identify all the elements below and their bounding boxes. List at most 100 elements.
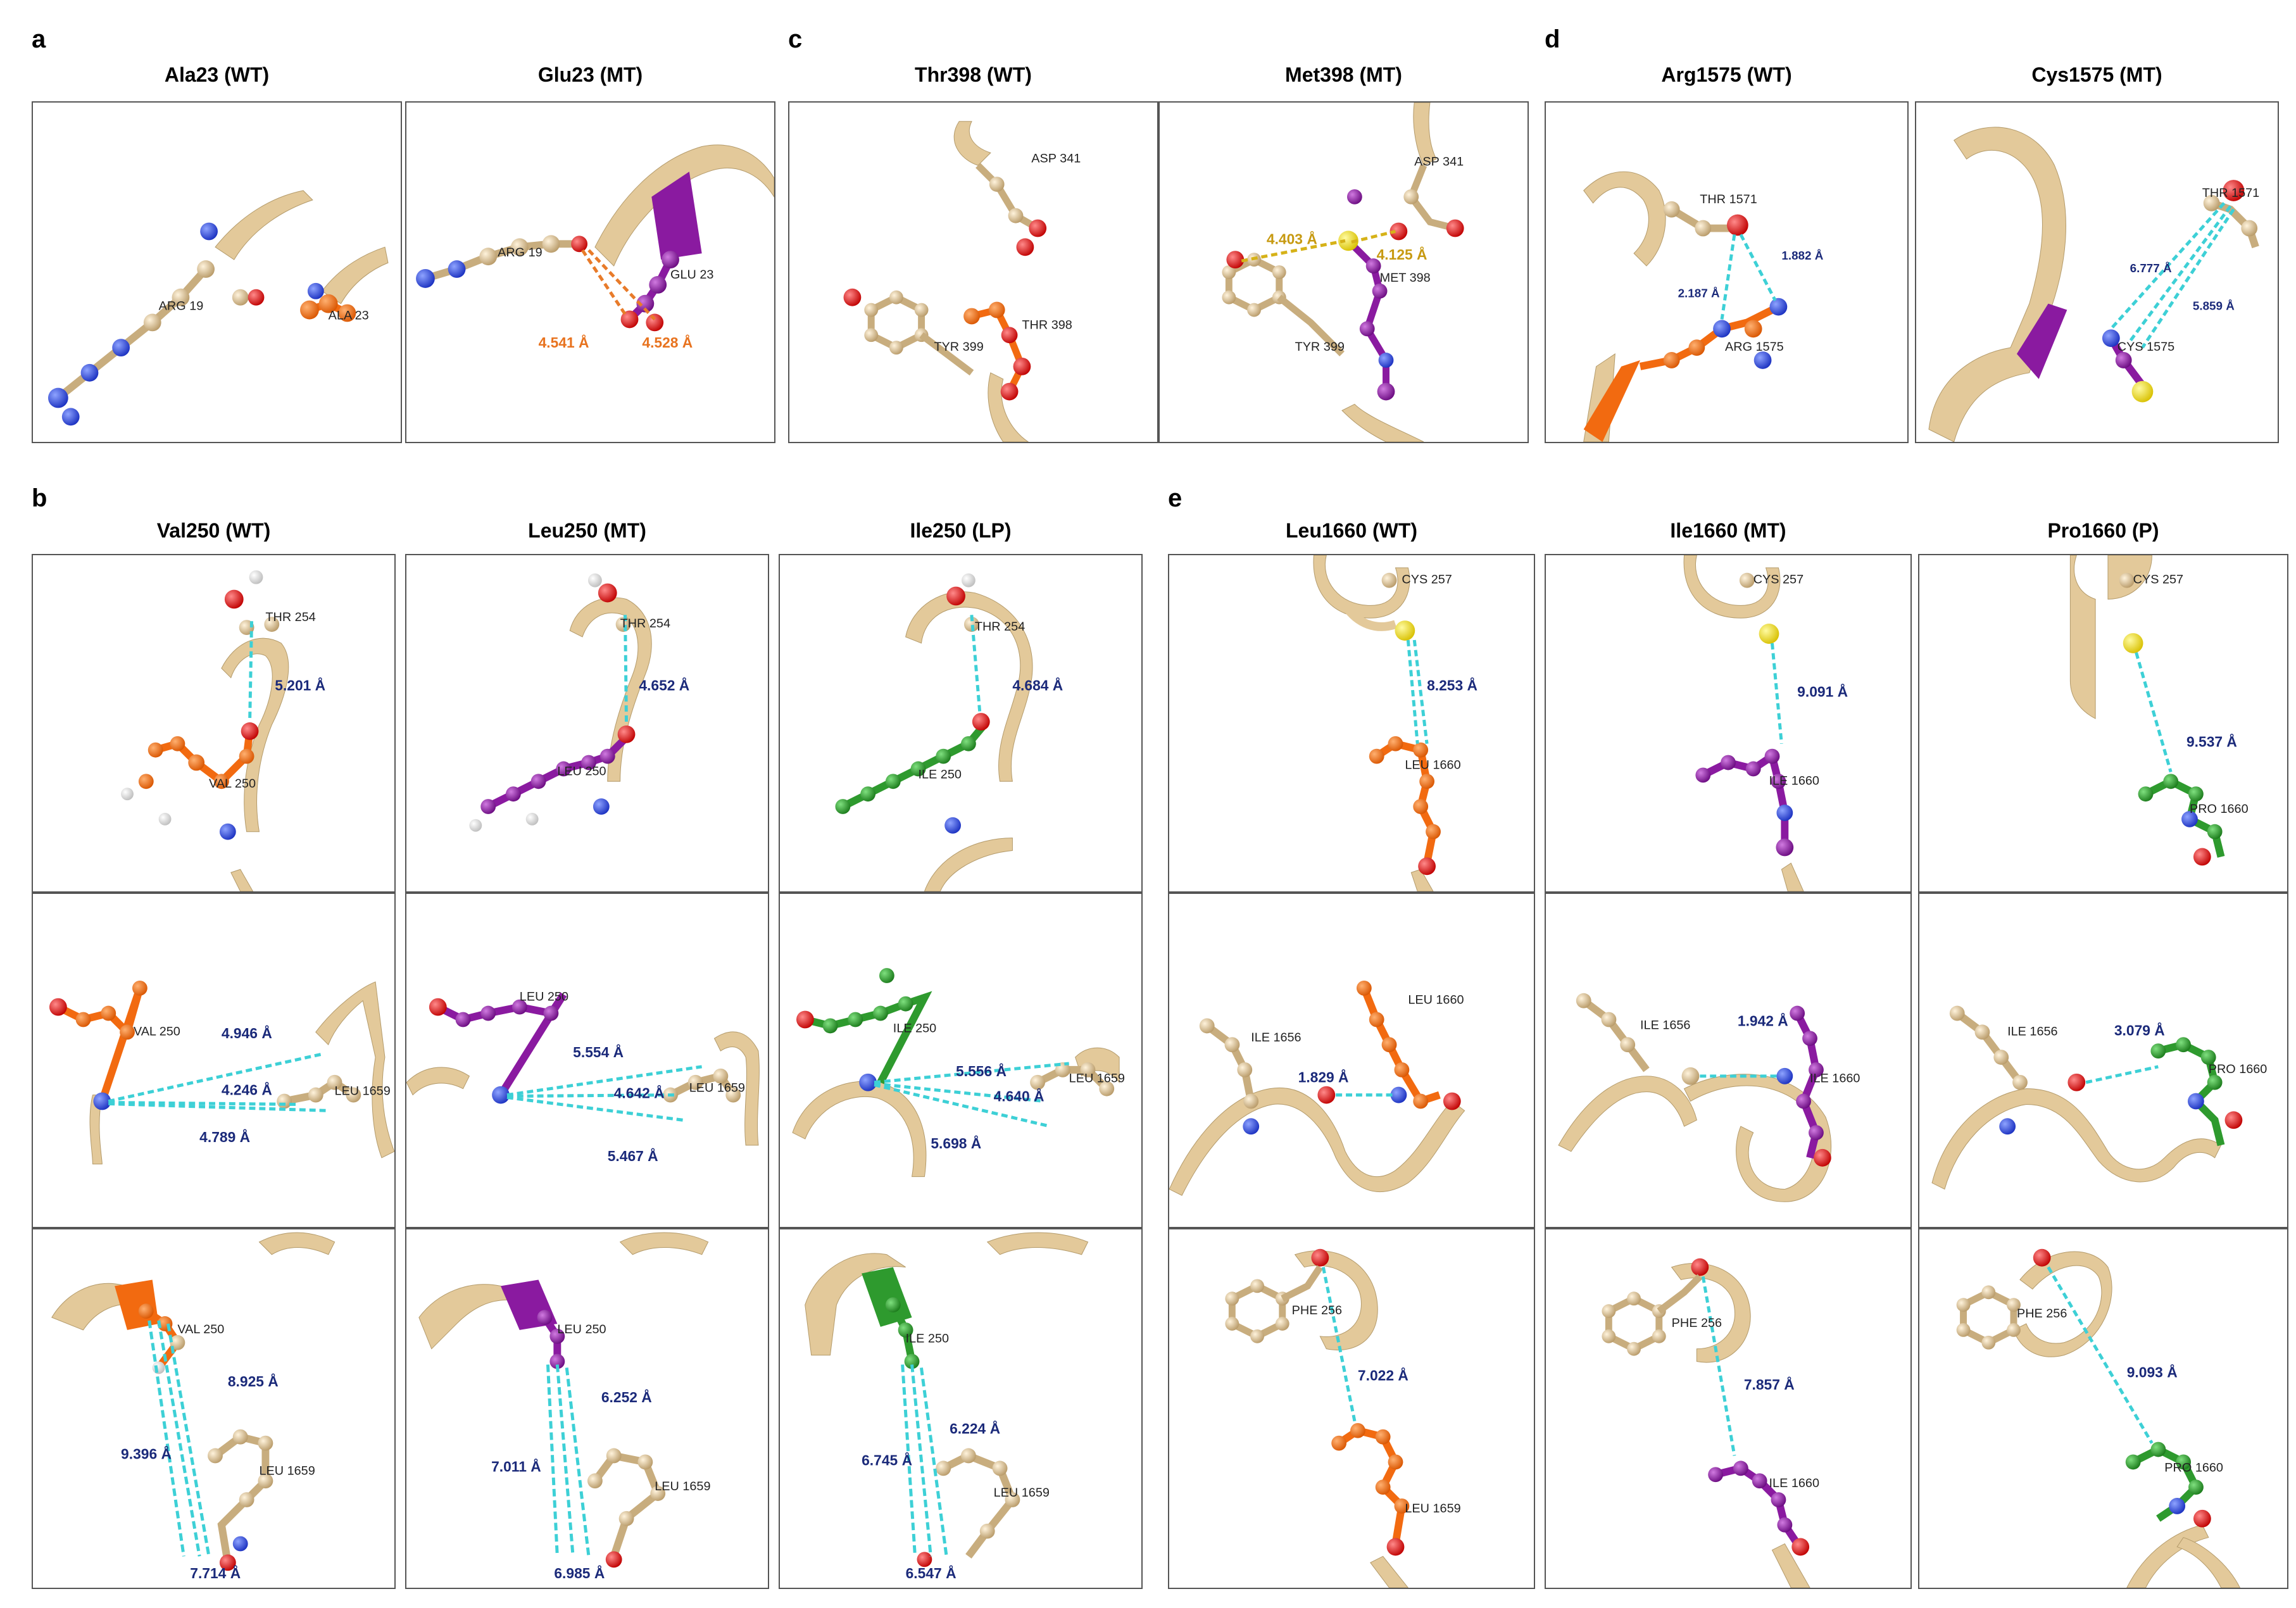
residue-ile1656: [1949, 1005, 2086, 1135]
label-ile1656: ILE 1656: [1251, 1031, 1301, 1045]
residue-ile1656: [1576, 993, 1700, 1085]
panel-leu250-leu1659-b: LEU 250 LEU 1659 6.252 Å 7.011 Å 6.985 Å: [405, 1228, 769, 1589]
distance-label-1: 6.224 Å: [950, 1421, 1000, 1437]
residue-val250: [121, 722, 259, 840]
label-val250: VAL 250: [134, 1024, 180, 1038]
label-ile1660: ILE 1660: [1769, 1476, 1819, 1490]
distance-label-1: 2.187 Å: [1678, 287, 1720, 300]
residue-ile250: [796, 968, 932, 1091]
label-ala23: ALA 23: [329, 308, 369, 322]
label-pro1660: PRO 1660: [2209, 1062, 2268, 1076]
label-thr1571: THR 1571: [1700, 192, 1757, 206]
distance-label-2: 5.859 Å: [2193, 299, 2235, 313]
residue-pro1660: [2138, 774, 2225, 866]
residue-thr1571: [2203, 180, 2259, 249]
distance-label-1: 3.079 Å: [2114, 1022, 2165, 1038]
label-pro1660: PRO 1660: [2164, 1460, 2223, 1474]
label-thr254: THR 254: [620, 617, 670, 631]
distance-label-3: 6.547 Å: [906, 1565, 957, 1581]
residue-leu250: [537, 1310, 565, 1369]
distance-label-2: 4.642 Å: [614, 1085, 665, 1102]
label-leu1659: LEU 1659: [994, 1486, 1050, 1500]
distance-label-1: 9.537 Å: [2186, 734, 2237, 750]
title-leu1660-wt: Leu1660 (WT): [1285, 519, 1418, 542]
title-arg1575-wt: Arg1575 (WT): [1661, 63, 1792, 86]
label-ile1656: ILE 1656: [1640, 1018, 1690, 1032]
distance-label-2: 4.125 Å: [1377, 246, 1427, 263]
panel-ile1660-cys257: CYS 257 ILE 1660 9.091 Å: [1545, 554, 1912, 893]
residue-ile1656: [1199, 1018, 1336, 1135]
panel-letter-d: d: [1545, 25, 1560, 53]
distance-label-1: 1.829 Å: [1298, 1069, 1349, 1086]
residue-ile1660: [1776, 1005, 1831, 1167]
panel-ile250-thr254: THR 254 ILE 250 4.684 Å: [779, 554, 1143, 893]
label-thr398: THR 398: [1022, 318, 1072, 332]
distance-label-3: 4.789 Å: [199, 1129, 250, 1145]
label-tyr399: TYR 399: [934, 340, 983, 354]
label-val250: VAL 250: [177, 1322, 224, 1336]
structure-pro1660-ile1656: ILE 1656 PRO 1660 3.079 Å: [1931, 1005, 2268, 1190]
distance-label-3: 5.467 Å: [608, 1148, 658, 1164]
label-ile1660: ILE 1660: [1810, 1072, 1860, 1086]
residue-leu250: [429, 992, 567, 1104]
label-phe256: PHE 256: [1292, 1303, 1342, 1317]
distance-label-2: 4.640 Å: [994, 1088, 1044, 1105]
residue-glu23: [620, 251, 679, 332]
title-ala23-wt: Ala23 (WT): [164, 63, 270, 86]
label-leu1659: LEU 1659: [1405, 1502, 1460, 1516]
distance-label-1: 4.403 Å: [1267, 230, 1317, 247]
residue-arg19: [416, 235, 588, 288]
title-ile1660-mt: Ile1660 (MT): [1670, 519, 1786, 542]
panel-letter-a: a: [32, 25, 46, 53]
distance-label-1: 5.556 Å: [956, 1063, 1007, 1079]
label-val250: VAL 250: [209, 777, 256, 791]
title-pro1660-p: Pro1660 (P): [2047, 519, 2159, 542]
residue-val250: [49, 980, 147, 1110]
label-thr254: THR 254: [265, 610, 315, 624]
residue-met398: [1338, 189, 1395, 401]
label-ile250: ILE 250: [919, 767, 962, 781]
label-thr254: THR 254: [975, 620, 1025, 634]
label-leu250: LEU 250: [520, 990, 568, 1004]
residue-pro1660: [2125, 1442, 2211, 1528]
panel-val250-thr254: THR 254 VAL 250 5.201 Å: [32, 554, 396, 893]
structure-leu1660-cys257: CYS 257 LEU 1660 8.253 Å: [1313, 555, 1477, 891]
structure-leu1659-phe256: PHE 256 LEU 1659 7.022 Å: [1225, 1248, 1461, 1588]
structure-leu250-thr254: THR 254 LEU 250 4.652 Å: [469, 573, 689, 832]
title-glu23-mt: Glu23 (MT): [537, 63, 643, 86]
title-leu250-mt: Leu250 (MT): [528, 519, 646, 542]
panel-ala23-wt: ARG 19 ALA 23: [32, 101, 402, 443]
structure-val250-leu1659-a: VAL 250 LEU 1659 4.946 Å 4.246 Å 4.789 Å: [49, 980, 394, 1165]
panel-cys1575-mt: THR 1571 CYS 1575 6.777 Å 5.859 Å: [1915, 101, 2279, 443]
title-ile250-lp: Ile250 (LP): [910, 519, 1012, 542]
residue-asp341: [975, 163, 1047, 256]
label-arg19: ARG 19: [498, 246, 543, 260]
structure-leu250-leu1659-b: LEU 250 LEU 1659 6.252 Å 7.011 Å 6.985 Å: [418, 1232, 711, 1581]
residue-cys257: [1381, 572, 1415, 641]
label-glu23: GLU 23: [670, 268, 713, 282]
panel-val250-leu1659-a: VAL 250 LEU 1659 4.946 Å 4.246 Å 4.789 Å: [32, 893, 396, 1228]
label-cys257: CYS 257: [1402, 573, 1452, 587]
residue-arg19: [47, 222, 265, 426]
label-pro1660: PRO 1660: [2190, 802, 2249, 816]
distance-label-1: 7.022 Å: [1358, 1367, 1408, 1383]
structure-ile250-thr254: THR 254 ILE 250 4.684 Å: [835, 573, 1063, 891]
distance-label-1: 7.857 Å: [1744, 1376, 1795, 1393]
distance-label-3: 7.714 Å: [190, 1565, 241, 1581]
residue-leu250: [469, 725, 636, 832]
label-phe256: PHE 256: [1672, 1316, 1722, 1330]
distance-label-3: 5.698 Å: [931, 1135, 981, 1152]
label-asp341: ASP 341: [1031, 151, 1081, 165]
residue-leu1660: [1356, 980, 1461, 1110]
panel-thr398-wt: ASP 341 TYR 399 THR 398: [788, 101, 1158, 443]
residue-val250: [138, 1303, 185, 1374]
label-phe256: PHE 256: [2017, 1307, 2067, 1321]
panel-letter-e: e: [1168, 484, 1183, 512]
residue-ile250: [885, 1297, 920, 1369]
panel-val250-leu1659-b: VAL 250 LEU 1659 8.925 Å 9.396 Å 7.714 Å: [32, 1228, 396, 1589]
label-tyr399: TYR 399: [1295, 340, 1345, 354]
distance-label-1: 4.684 Å: [1012, 677, 1063, 693]
distance-label-2: 4.246 Å: [222, 1082, 272, 1098]
residue-thr398: [963, 301, 1031, 401]
structure-ile1660-ile1656: ILE 1656 ILE 1660 1.942 Å: [1558, 993, 1860, 1202]
